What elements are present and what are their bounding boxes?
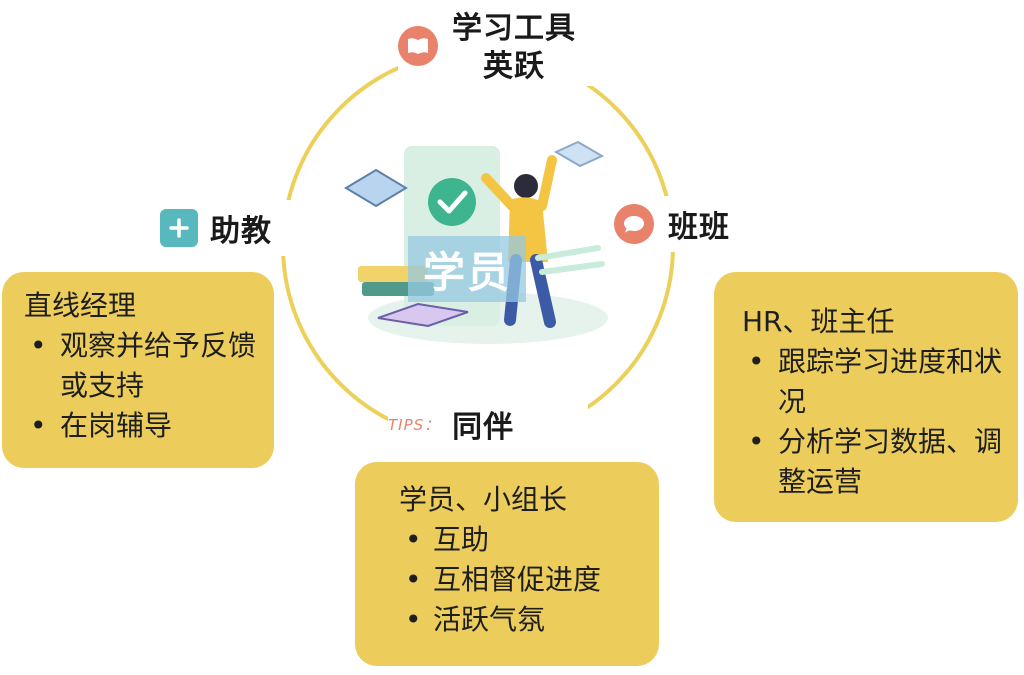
card-hr-teacher: HR、班主任 跟踪学习进度和状况 分析学习数据、调整运营 <box>714 272 1018 522</box>
card-line-manager: 直线经理 观察并给予反馈或支持 在岗辅导 <box>2 272 274 468</box>
node-peer-label: 同伴 <box>452 410 515 445</box>
node-assistant-label: 助教 <box>210 214 272 249</box>
list-item: 观察并给予反馈或支持 <box>24 326 256 406</box>
chat-bubble-icon <box>614 204 654 244</box>
list-item: 分析学习数据、调整运营 <box>742 422 1008 502</box>
list-item: 互相督促进度 <box>399 560 649 600</box>
list-item: 跟踪学习进度和状况 <box>742 342 1008 422</box>
book-icon <box>398 26 438 66</box>
plus-icon <box>160 209 198 247</box>
list-item: 在岗辅导 <box>24 406 256 446</box>
list-item: 活跃气氛 <box>399 600 649 640</box>
tips-tag: TIPS： <box>388 415 441 434</box>
node-learning-tool-subtitle: 英跃 <box>483 49 545 84</box>
card-student-leader-title: 学员、小组长 <box>399 483 568 516</box>
node-learning-tool-title: 学习工具 <box>452 11 576 46</box>
card-line-manager-title: 直线经理 <box>24 289 137 322</box>
card-hr-teacher-title: HR、班主任 <box>742 305 895 338</box>
list-item: 互助 <box>399 520 649 560</box>
node-learning-tool: 学习工具 英跃 <box>398 10 598 86</box>
node-class-manager: 班班 <box>614 196 754 252</box>
card-hr-teacher-list: 跟踪学习进度和状况 分析学习数据、调整运营 <box>742 342 1008 502</box>
card-line-manager-list: 观察并给予反馈或支持 在岗辅导 <box>24 326 256 446</box>
center-student-label: 学员 <box>408 236 526 302</box>
card-student-leader: 学员、小组长 互助 互相督促进度 活跃气氛 <box>355 462 659 666</box>
node-assistant: 助教 <box>160 200 310 256</box>
card-student-leader-list: 互助 互相督促进度 活跃气氛 <box>399 520 649 640</box>
node-class-manager-label: 班班 <box>668 210 730 245</box>
node-peer: TIPS： 同伴 <box>388 396 588 452</box>
